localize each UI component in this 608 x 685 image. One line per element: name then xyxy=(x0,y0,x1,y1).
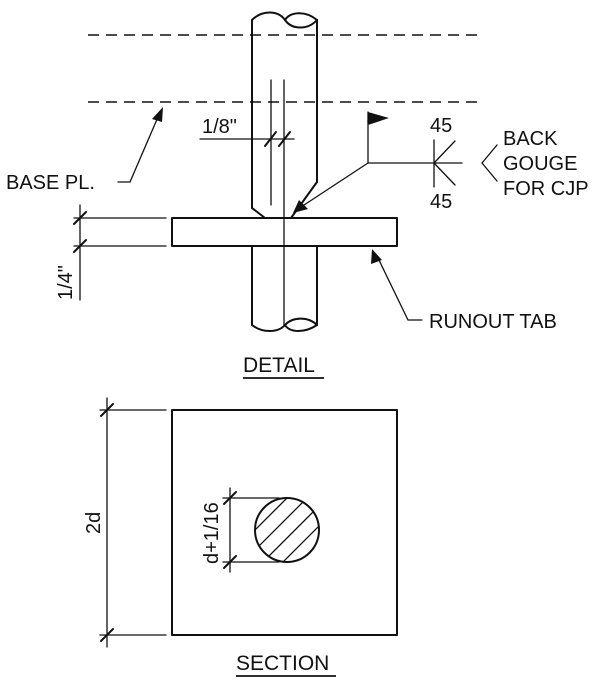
hole-diameter-label: d+1/16 xyxy=(201,502,223,564)
tab-thickness-label: 1/4" xyxy=(55,265,77,300)
root-opening-dimension: 1/8" xyxy=(199,116,295,147)
root-opening-label: 1/8" xyxy=(202,116,237,138)
back-gouge-note-line3: FOR CJP xyxy=(503,178,589,200)
plate-size-label: 2d xyxy=(83,512,105,534)
lower-rod xyxy=(251,245,318,332)
runout-tab-leader: RUNOUT TAB xyxy=(371,249,557,333)
base-plate-label: BASE PL. xyxy=(6,172,95,194)
weld-arrow-line xyxy=(300,162,369,208)
detail-title: DETAIL xyxy=(243,354,315,377)
base-plate-leader: BASE PL. xyxy=(6,107,163,194)
groove-angle-top: 45 xyxy=(430,115,452,137)
upper-rod xyxy=(251,11,318,219)
back-gouge-note-line2: GOUGE xyxy=(503,153,577,175)
plate-size-dimension: 2d xyxy=(83,397,167,648)
section-view: 2d d+1/16 SECTION xyxy=(83,397,398,677)
hole-diameter-dimension: d+1/16 xyxy=(201,487,280,573)
tab-thickness-dimension: 1/4" xyxy=(55,204,167,301)
field-weld-flag xyxy=(368,112,389,125)
section-title: SECTION xyxy=(236,652,329,675)
weld-symbol: 45 45 BACK GOUGE FOR CJP xyxy=(293,111,589,213)
groove-angle-bottom: 45 xyxy=(430,191,452,213)
detail-view: 1/8" BASE PL. 45 45 xyxy=(6,11,589,379)
rod-cross-section xyxy=(254,497,320,563)
base-plate-square xyxy=(171,409,398,636)
back-gouge-note-line1: BACK xyxy=(503,128,558,150)
runout-tab-label: RUNOUT TAB xyxy=(429,311,557,333)
